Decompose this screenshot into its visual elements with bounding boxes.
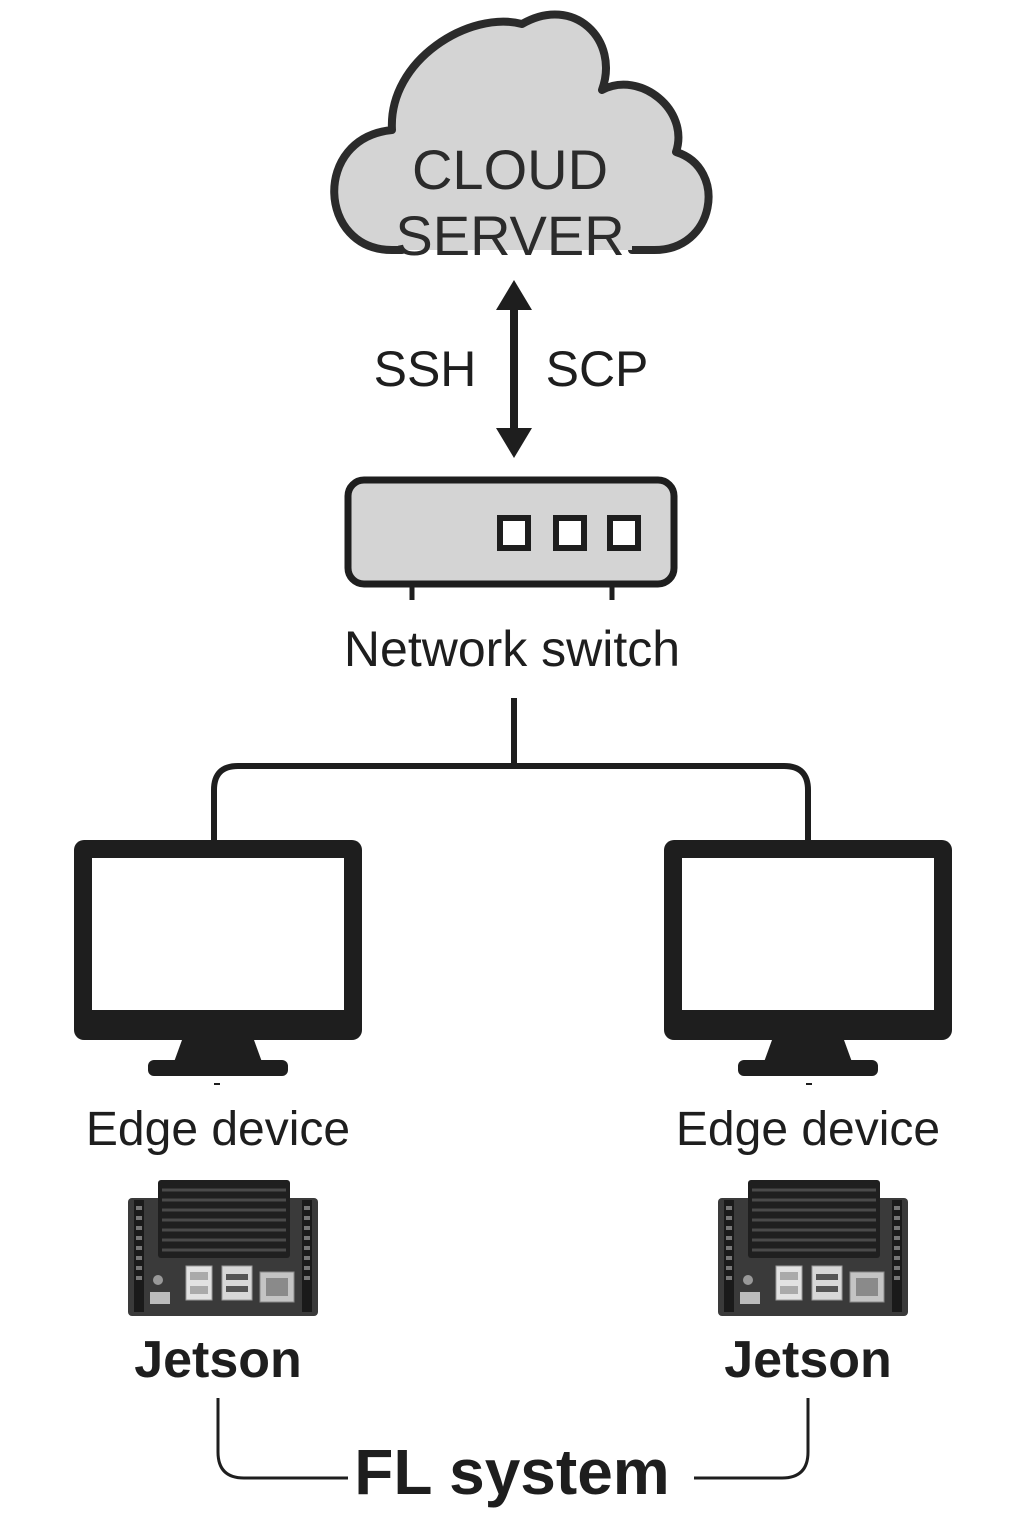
jetson-board-icon xyxy=(716,1178,910,1318)
link-label-ssh: SSH xyxy=(373,341,477,397)
switch-label: Network switch xyxy=(343,621,681,677)
jetson-board-icon xyxy=(126,1178,320,1318)
edge-device-label: Edge device xyxy=(85,1103,351,1156)
cloud-shape xyxy=(330,10,713,255)
double-headed-arrow xyxy=(496,280,532,458)
edge-device-label: Edge device xyxy=(675,1103,941,1156)
monitor-icon xyxy=(664,840,952,1085)
fl-system-bracket xyxy=(216,1398,810,1480)
monitor-icon xyxy=(74,840,362,1085)
cloud-title-line2: SERVER xyxy=(395,204,625,267)
jetson-label: Jetson xyxy=(724,1331,892,1389)
link-label-scp: SCP xyxy=(545,341,649,397)
fl-system-label: FL system xyxy=(354,1436,670,1508)
network-switch-icon xyxy=(344,476,678,600)
cloud-title-line1: CLOUD xyxy=(411,138,609,201)
jetson-label: Jetson xyxy=(134,1331,302,1389)
switch-connector xyxy=(211,698,811,840)
